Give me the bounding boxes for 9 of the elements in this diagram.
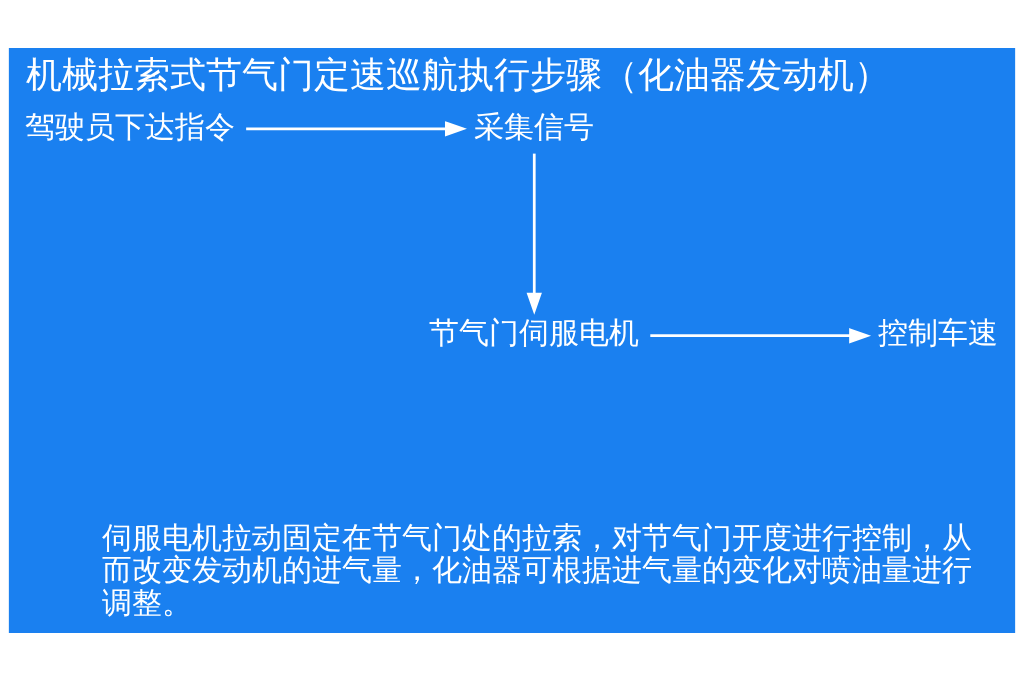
caption: 伺服电机拉动固定在节气门处的拉索，对节气门开度进行控制，从而改变发动机的进气量，化油器可根据进气量的变化对喷油量进行调整。 <box>102 519 973 620</box>
arrow <box>650 327 872 343</box>
node-text: 控制车速 <box>878 314 999 350</box>
node-text: 驾驶员下达指令 <box>25 108 236 143</box>
node-text: 采集信号 <box>474 108 595 143</box>
arrow <box>246 120 467 137</box>
node-text: 节气门伺服电机 <box>429 314 640 350</box>
arrow <box>526 153 542 315</box>
diagram-title: 机械拉索式节气门定速巡航执行步骤（化油器发动机） <box>25 53 890 95</box>
